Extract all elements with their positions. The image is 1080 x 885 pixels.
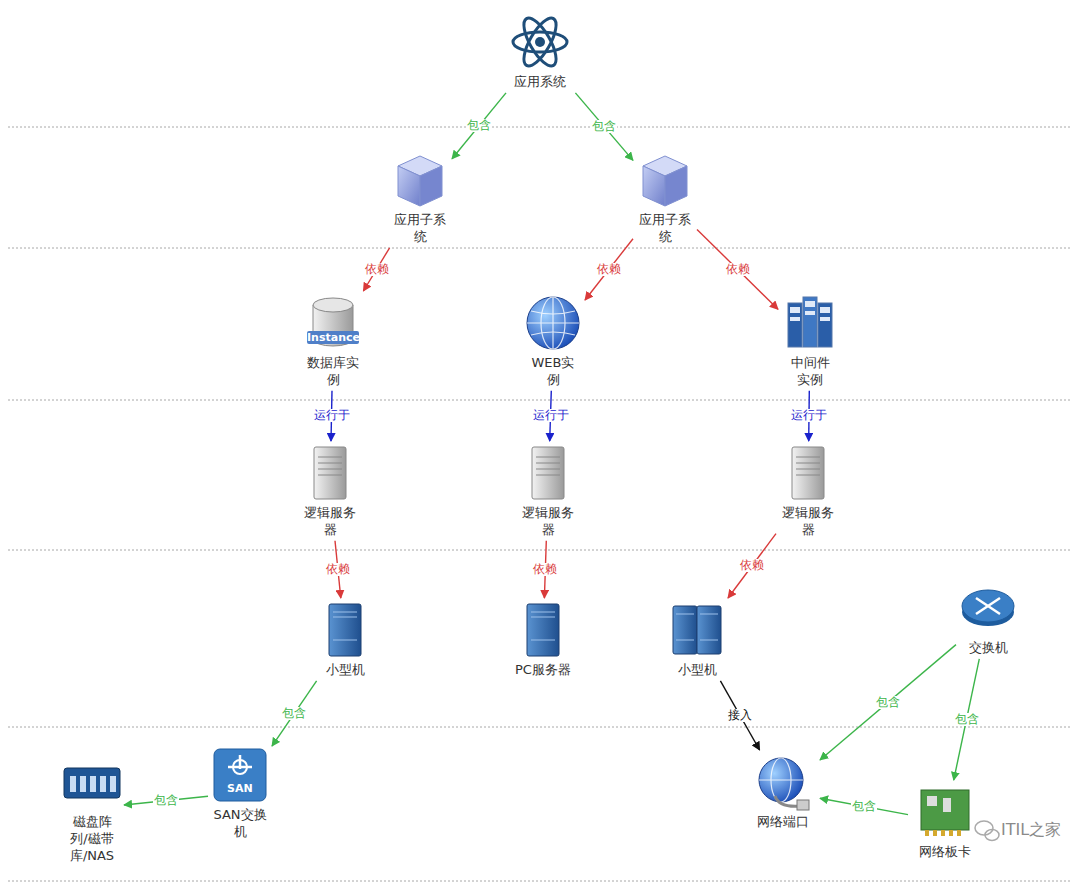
- component-icon: [315, 600, 375, 660]
- edge-label: 依赖: [596, 263, 622, 276]
- component-node: 磁盘阵列/磁带库/NAS: [62, 752, 122, 865]
- node-label: 小型机: [667, 662, 727, 679]
- node-label: 磁盘阵列/磁带库/NAS: [67, 814, 117, 865]
- node-label: 网络端口: [748, 814, 818, 831]
- component-node: 中间件实例: [780, 293, 840, 389]
- edge-label: 依赖: [532, 563, 558, 576]
- connector: [452, 93, 506, 159]
- component-icon: [753, 752, 813, 812]
- edge-label: 包含: [851, 800, 877, 813]
- connector: [820, 798, 908, 814]
- node-label: 逻辑服务器: [780, 505, 836, 539]
- connector: [575, 93, 633, 160]
- component-icon: [513, 600, 573, 660]
- edge-label: 包含: [466, 119, 492, 132]
- component-icon: [915, 782, 975, 842]
- edge-label: 依赖: [739, 559, 765, 572]
- connector: [720, 681, 759, 750]
- node-label: 应用子系统: [637, 212, 693, 246]
- node-label: WEB实例: [528, 355, 578, 389]
- component-node: 逻辑服务器: [300, 443, 360, 539]
- component-node: WEB实例: [523, 293, 583, 389]
- wechat-mark: [975, 821, 999, 841]
- component-node: 逻辑服务器: [778, 443, 838, 539]
- node-label: 数据库实例: [305, 355, 361, 389]
- node-label: 网络板卡: [910, 844, 980, 861]
- edge-label: 包含: [281, 707, 307, 720]
- edge-label: 包含: [153, 794, 179, 807]
- edge-label: 包含: [954, 713, 980, 726]
- component-icon: [958, 578, 1018, 638]
- node-label: 交换机: [958, 640, 1018, 657]
- connector: [585, 239, 633, 300]
- watermark: ITIL之家: [1001, 820, 1061, 841]
- component-node: 应用子系统: [635, 150, 695, 246]
- component-icon: [667, 600, 727, 660]
- component-node: 逻辑服务器: [518, 443, 578, 539]
- node-label: SAN交换机: [211, 807, 269, 841]
- node-label: 中间件实例: [788, 355, 832, 389]
- component-icon: [523, 293, 583, 353]
- component-icon: [390, 150, 450, 210]
- component-node: 网络端口: [748, 752, 818, 831]
- component-icon: [635, 150, 695, 210]
- component-icon: [510, 12, 570, 72]
- component-icon: [300, 443, 360, 503]
- icon-text: Instance: [307, 331, 360, 344]
- node-label: 应用系统: [500, 74, 580, 91]
- component-node: 小型机: [667, 600, 727, 679]
- component-node: 交换机: [958, 578, 1018, 657]
- node-label: PC服务器: [498, 662, 588, 679]
- component-node: PC服务器: [498, 600, 588, 679]
- component-icon: [62, 752, 122, 812]
- connector: [820, 645, 956, 760]
- edge-label: 运行于: [532, 409, 570, 422]
- edge-label: 依赖: [364, 263, 390, 276]
- component-icon: [303, 293, 363, 353]
- edge-label: 运行于: [790, 409, 828, 422]
- edge-label: 包含: [875, 696, 901, 709]
- connector: [363, 248, 389, 291]
- edge-label: 依赖: [725, 263, 751, 276]
- component-node: 网络板卡: [910, 782, 980, 861]
- edge-label: 接入: [727, 709, 753, 722]
- edge-label: 包含: [591, 120, 617, 133]
- connector: [728, 534, 776, 598]
- component-icon: [518, 443, 578, 503]
- node-label: 应用子系统: [392, 212, 448, 246]
- edge-label: 运行于: [313, 409, 351, 422]
- component-icon: [780, 293, 840, 353]
- connector: [272, 681, 317, 746]
- node-label: 逻辑服务器: [520, 505, 576, 539]
- node-label: 小型机: [315, 662, 375, 679]
- component-node: 应用子系统: [390, 150, 450, 246]
- node-label: 逻辑服务器: [302, 505, 358, 539]
- icon-text: SAN: [227, 782, 253, 795]
- connector: [954, 659, 980, 780]
- component-node: 应用系统: [500, 12, 580, 91]
- component-node: 小型机: [315, 600, 375, 679]
- component-icon: [778, 443, 838, 503]
- component-icon: [210, 745, 270, 805]
- edge-label: 依赖: [325, 563, 351, 576]
- connector: [697, 229, 778, 309]
